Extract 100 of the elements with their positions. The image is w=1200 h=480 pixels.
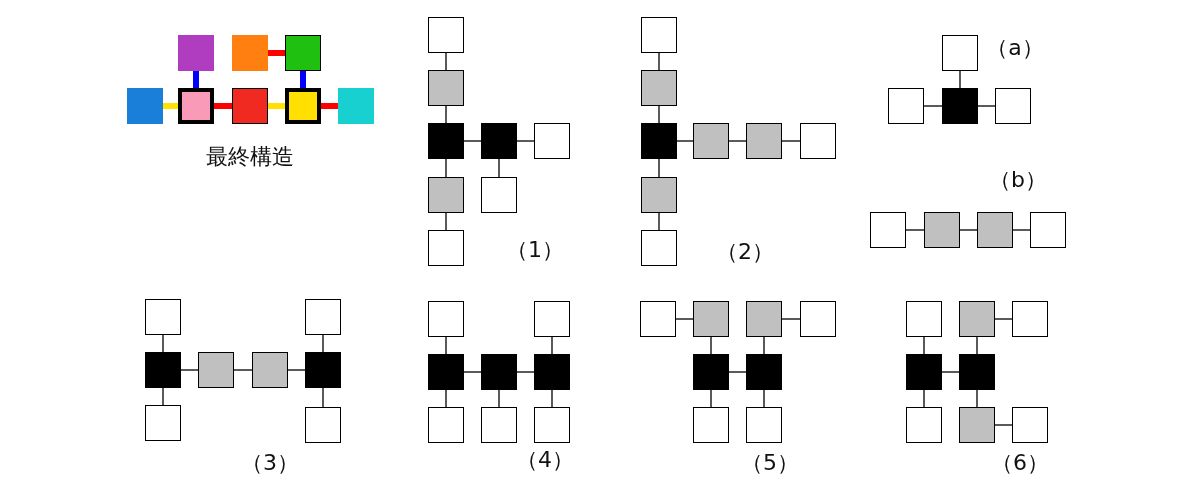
panel-label: （3） [241,450,299,476]
square [338,88,374,124]
connector-line [941,371,960,373]
connector-line [445,158,447,178]
connector-line [763,336,765,355]
connector-line [923,336,925,355]
square [428,354,464,390]
panel-label: （1） [506,237,564,263]
connector-line [1012,229,1031,231]
square [1012,407,1048,443]
connector-line [781,318,801,320]
square [746,301,782,337]
square [906,301,942,337]
connector-line [498,158,500,178]
square [428,70,464,106]
square [959,407,995,443]
connector-line [268,50,285,56]
square [428,177,464,213]
square [428,407,464,443]
connector-line [658,52,660,71]
connector-line [959,70,961,89]
square [481,123,517,159]
connector-line [214,103,232,109]
square [746,407,782,443]
square [746,123,782,159]
square [305,299,341,335]
panel-label: （a） [986,35,1044,61]
connector-line [710,389,712,408]
square [534,123,570,159]
connector-line [445,212,447,231]
connector-line [498,389,500,408]
square [995,88,1031,124]
square [534,407,570,443]
connector-line [977,105,996,107]
square [800,301,836,337]
connector-line [445,52,447,71]
connector-line [710,336,712,355]
connector-line [162,387,164,406]
connector-line [516,140,535,142]
panel-label: （5） [741,450,799,476]
square [800,123,836,159]
connector-line [959,229,978,231]
square [906,354,942,390]
connector-line [551,336,553,355]
connector-line [728,371,747,373]
connector-line [675,318,694,320]
square [641,177,677,213]
square [285,35,321,71]
square [641,230,677,266]
square [481,407,517,443]
connector-line [994,318,1013,320]
square [178,88,214,124]
connector-line [162,334,164,353]
panel-label: （6） [991,450,1049,476]
connector-line [781,140,801,142]
square [693,301,729,337]
square [959,301,995,337]
square [640,301,676,337]
connector-line [163,103,178,109]
connector-line [658,158,660,178]
square [198,352,234,388]
connector-line [463,371,482,373]
square [145,405,181,441]
connector-line [905,229,925,231]
square [534,301,570,337]
connector-line [658,212,660,231]
connector-line [976,389,978,408]
square [693,407,729,443]
square [305,352,341,388]
square [693,354,729,390]
square [959,354,995,390]
square [534,354,570,390]
connector-line [445,389,447,408]
square [252,352,288,388]
connector-line [445,105,447,124]
connector-line [233,369,253,371]
square [906,407,942,443]
connector-line [923,105,943,107]
panel-label: （2） [716,239,774,265]
connector-line [728,140,747,142]
square [428,123,464,159]
square [305,407,341,443]
square [232,35,268,71]
square [693,123,729,159]
connector-line [551,389,553,408]
panel-label: （4） [516,447,574,473]
square [641,70,677,106]
square [924,212,960,248]
square [127,88,163,124]
connector-line [658,105,660,124]
connector-line [180,369,199,371]
square [481,354,517,390]
square [428,230,464,266]
connector-line [923,389,925,408]
connector-line [300,71,306,88]
square [641,123,677,159]
connector-line [322,334,324,353]
connector-line [193,71,199,88]
panel-label: （b） [989,167,1047,193]
connector-line [321,103,338,109]
